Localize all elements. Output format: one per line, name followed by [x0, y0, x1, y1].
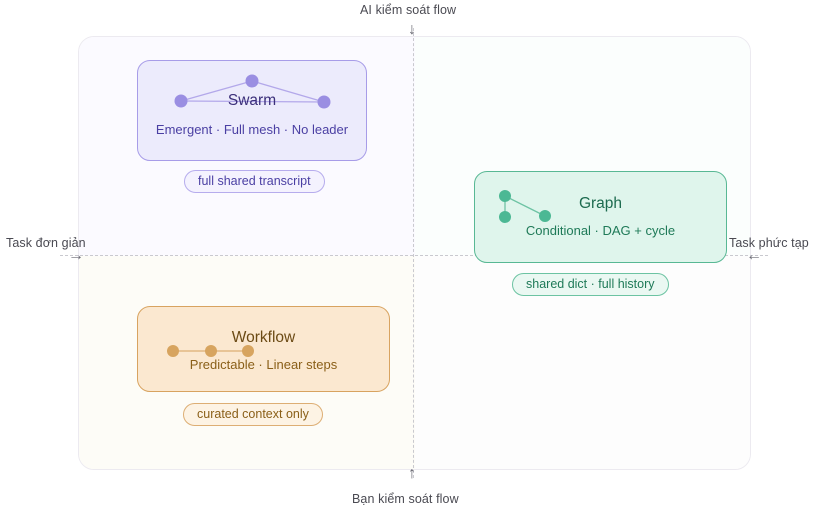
badge-workflow[interactable]: curated context only: [183, 403, 323, 426]
badge-swarm[interactable]: full shared transcript: [184, 170, 325, 193]
badge-graph[interactable]: shared dict · full history: [512, 273, 669, 296]
swarm-mesh-icon: [174, 74, 331, 109]
pattern-card-swarm[interactable]: Swarm Emergent · Full mesh · No leader: [137, 60, 367, 161]
arrow-left-icon: ←: [746, 247, 762, 264]
vertical-axis-line: [413, 28, 414, 478]
arrow-right-icon: →: [68, 247, 84, 264]
card-subtitle-swarm: Emergent · Full mesh · No leader: [155, 122, 349, 137]
arrow-down-icon: ↓: [408, 21, 416, 38]
card-subtitle-workflow: Predictable · Linear steps: [189, 357, 338, 372]
axis-label-bottom: Bạn kiểm soát flow: [352, 492, 459, 506]
card-title-swarm: Swarm: [227, 92, 277, 109]
card-title-workflow: Workflow: [231, 329, 296, 346]
graph-dag-icon: [499, 190, 551, 223]
horizontal-axis-line: [60, 255, 768, 256]
arrow-up-icon: ↑: [408, 465, 416, 482]
workflow-chain-icon: [167, 345, 254, 357]
axis-label-left: Task đơn giản: [6, 236, 86, 250]
axis-label-top: AI kiểm soát flow: [360, 3, 457, 17]
card-subtitle-graph: Conditional · DAG + cycle: [525, 223, 676, 238]
axis-label-right: Task phức tạp: [729, 236, 809, 250]
pattern-card-graph[interactable]: Graph Conditional · DAG + cycle: [474, 171, 727, 263]
card-title-graph: Graph: [578, 195, 623, 212]
pattern-card-workflow[interactable]: Workflow Predictable · Linear steps: [137, 306, 390, 392]
